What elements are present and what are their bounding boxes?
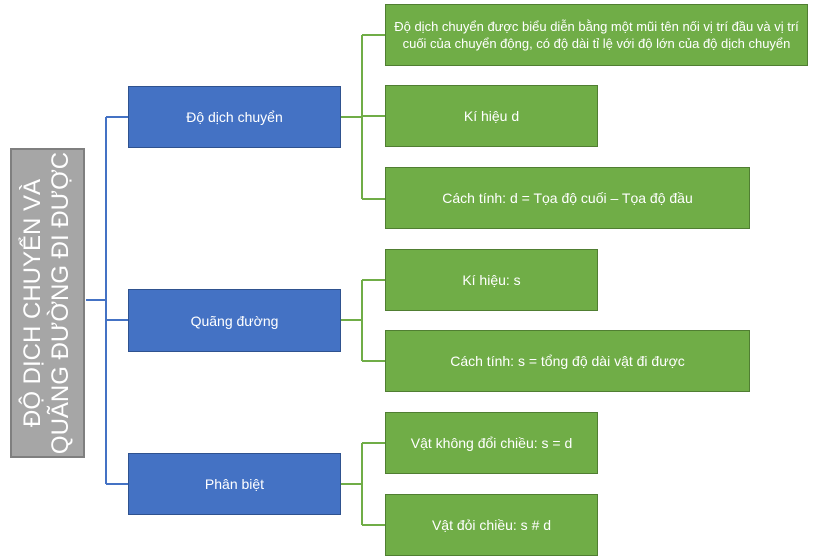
leaf-doi-chieu: Vật đỏi chiều: s # d: [385, 494, 598, 556]
leaf-text: Kí hiệu d: [463, 108, 520, 124]
leaf-definition: Độ dịch chuyển được biểu diễn bằng một m…: [385, 4, 808, 66]
leaf-text: Độ dịch chuyển được biểu diễn bằng một m…: [394, 19, 799, 51]
leaf-khong-doi-chieu: Vật không đổi chiều: s = d: [385, 412, 598, 474]
root-title-line1: ĐỘ DỊCH CHUYỂN VÀ: [19, 178, 47, 428]
node-label: Quãng đường: [190, 312, 279, 329]
node-do-dich-chuyen: Độ dịch chuyển: [128, 86, 341, 148]
node-label: Phân biệt: [204, 476, 265, 492]
leaf-text: Kí hiệu: s: [462, 272, 521, 288]
node-phan-biet: Phân biệt: [128, 453, 341, 515]
leaf-cach-tinh-s: Cách tính: s = tổng độ dài vật đi được: [385, 330, 750, 392]
leaf-cach-tinh-d: Cách tính: d = Tọa độ cuối – Tọa độ đầu: [385, 167, 750, 229]
leaf-text: Cách tính: s = tổng độ dài vật đi được: [450, 353, 685, 369]
root-title: ĐỘ DỊCH CHUYỂN VÀ QUÃNG ĐƯỜNG ĐI ĐƯỢC: [20, 152, 76, 454]
leaf-text: Vật đỏi chiều: s # d: [431, 517, 552, 533]
leaf-ki-hieu-d: Kí hiệu d: [385, 85, 598, 147]
root-node: ĐỘ DỊCH CHUYỂN VÀ QUÃNG ĐƯỜNG ĐI ĐƯỢC: [10, 148, 85, 458]
root-title-line2: QUÃNG ĐƯỜNG ĐI ĐƯỢC: [47, 151, 75, 455]
node-quang-duong: Quãng đường: [128, 289, 341, 352]
leaf-text: Vật không đổi chiều: s = d: [410, 435, 573, 451]
node-label: Độ dịch chuyển: [186, 109, 283, 125]
leaf-text: Cách tính: d = Tọa độ cuối – Tọa độ đầu: [442, 190, 693, 206]
leaf-ki-hieu-s: Kí hiệu: s: [385, 249, 598, 311]
